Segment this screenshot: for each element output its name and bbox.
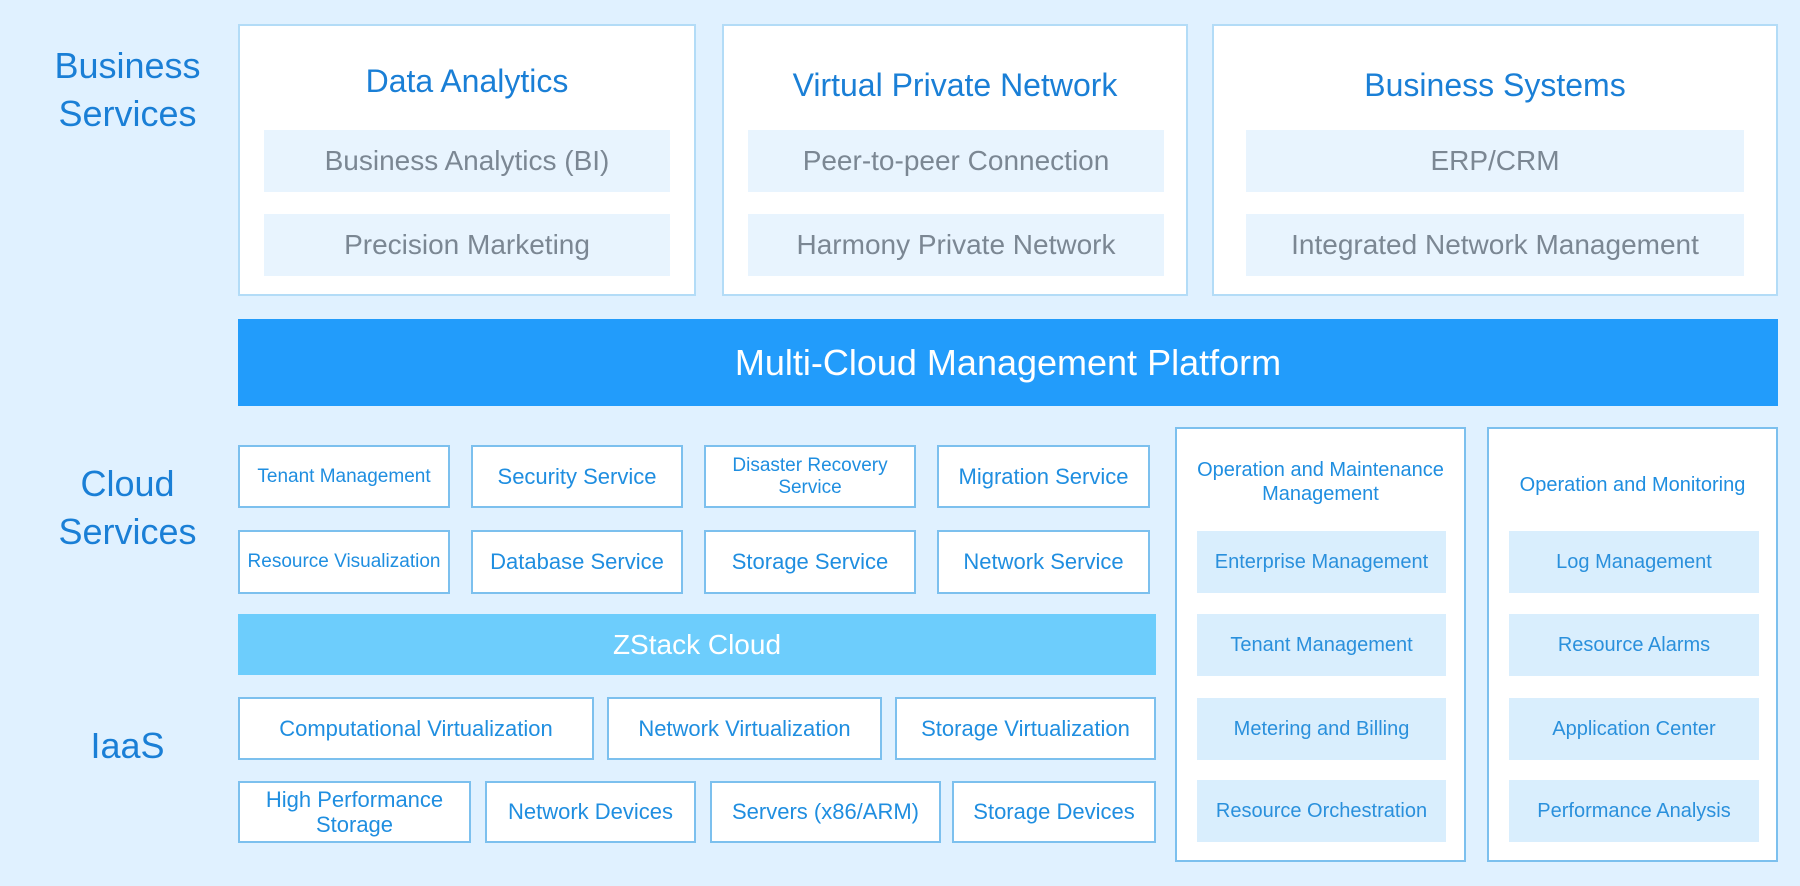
multi-cloud-platform-bar: Multi-Cloud Management Platform <box>238 319 1778 406</box>
chip-precision-marketing: Precision Marketing <box>264 214 670 276</box>
service-label: Storage Service <box>731 549 889 575</box>
om-resource-orchestration: Resource Orchestration <box>1197 780 1446 842</box>
label-business-services: Business Services <box>54 45 201 134</box>
iaas-label: High Performance Storage <box>265 786 444 837</box>
iaas-network-devices: Network Devices <box>485 781 696 843</box>
service-security: Security Service <box>471 445 683 508</box>
panel-vpn: Virtual Private Network Peer-to-peer Con… <box>722 24 1188 296</box>
iaas-label: Network Devices <box>507 799 674 825</box>
panel-business-systems: Business Systems ERP/CRM Integrated Netw… <box>1212 24 1778 296</box>
monitoring-performance-analysis: Performance Analysis <box>1509 780 1759 842</box>
monitoring-log-management: Log Management <box>1509 531 1759 593</box>
iaas-label: Computational Virtualization <box>279 715 553 741</box>
om-metering-billing: Metering and Billing <box>1197 698 1446 760</box>
panel-title-data-analytics: Data Analytics <box>365 62 569 99</box>
monitoring-title: Operation and Monitoring <box>1519 474 1746 496</box>
service-resource-visualization: Resource Visualization <box>238 530 450 594</box>
om-tenant-management: Tenant Management <box>1197 614 1446 676</box>
service-database: Database Service <box>471 530 683 594</box>
service-label: Security Service <box>497 463 657 489</box>
iaas-computational-virtualization: Computational Virtualization <box>238 697 594 760</box>
om-title: Operation and Maintenance Management <box>1197 459 1444 505</box>
service-disaster-recovery: Disaster Recovery Service <box>704 445 916 508</box>
iaas-label: Network Virtualization <box>638 715 851 741</box>
iaas-network-virtualization: Network Virtualization <box>607 697 882 760</box>
service-label: Database Service <box>490 549 664 575</box>
label-cloud-services: Cloud Services <box>58 463 197 552</box>
iaas-label: Storage Virtualization <box>921 715 1130 741</box>
service-storage: Storage Service <box>704 530 916 594</box>
panel-om-management: Operation and Maintenance Management Ent… <box>1175 427 1466 862</box>
service-network: Network Service <box>937 530 1150 594</box>
iaas-servers: Servers (x86/ARM) <box>710 781 941 843</box>
om-enterprise-management: Enterprise Management <box>1197 531 1446 593</box>
service-label: Disaster Recovery Service <box>732 454 888 498</box>
chip-integrated-network-management: Integrated Network Management <box>1246 214 1744 276</box>
panel-data-analytics: Data Analytics Business Analytics (BI) P… <box>238 24 696 296</box>
zstack-cloud-bar: ZStack Cloud <box>238 614 1156 675</box>
iaas-high-performance-storage: High Performance Storage <box>238 781 471 843</box>
service-label: Migration Service <box>958 463 1129 489</box>
chip-peer-to-peer: Peer-to-peer Connection <box>748 130 1164 192</box>
service-migration: Migration Service <box>937 445 1150 508</box>
service-label: Network Service <box>963 549 1124 575</box>
service-label: Tenant Management <box>257 465 431 487</box>
service-label: Resource Visualization <box>247 551 441 573</box>
monitoring-resource-alarms: Resource Alarms <box>1509 614 1759 676</box>
iaas-label: Servers (x86/ARM) <box>731 799 920 825</box>
monitoring-application-center: Application Center <box>1509 698 1759 760</box>
chip-harmony-private-network: Harmony Private Network <box>748 214 1164 276</box>
iaas-storage-virtualization: Storage Virtualization <box>895 697 1156 760</box>
iaas-label: Storage Devices <box>973 799 1135 825</box>
service-tenant-management: Tenant Management <box>238 445 450 508</box>
panel-title-vpn: Virtual Private Network <box>792 66 1118 103</box>
panel-operation-monitoring: Operation and Monitoring Log Management … <box>1487 427 1778 862</box>
iaas-storage-devices: Storage Devices <box>952 781 1156 843</box>
chip-business-analytics: Business Analytics (BI) <box>264 130 670 192</box>
label-iaas: IaaS <box>90 725 165 766</box>
panel-title-business-systems: Business Systems <box>1364 66 1626 103</box>
chip-erp-crm: ERP/CRM <box>1246 130 1744 192</box>
